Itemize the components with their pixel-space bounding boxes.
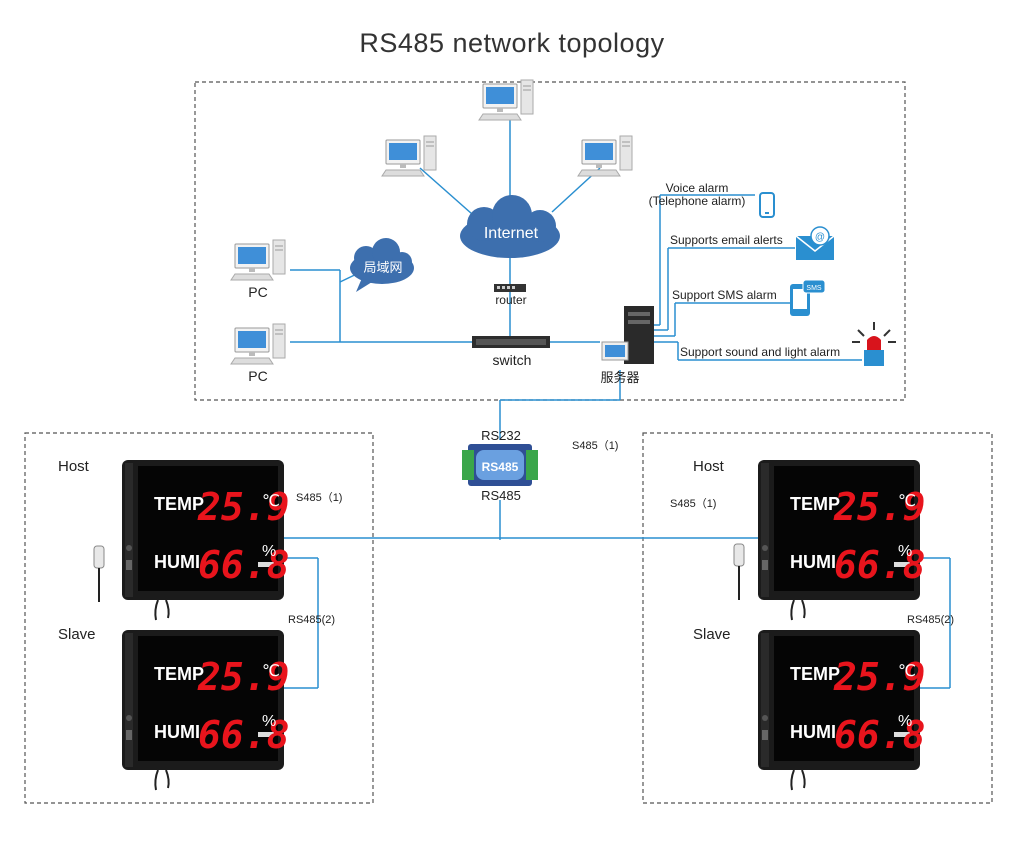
left-host-humi-value: 66.8	[198, 543, 290, 587]
converter-top-label: RS232	[481, 428, 521, 443]
converter-icon	[462, 444, 538, 486]
switch-icon	[472, 336, 550, 348]
sound-light-alarm-label: Support sound and light alarm	[680, 345, 840, 359]
right-host-temp-value: 25.9	[833, 485, 926, 529]
right-host-temp-label: TEMP	[790, 494, 840, 514]
left-device-frame	[24, 432, 374, 804]
right-host-humi-value: 66.8	[834, 543, 926, 587]
sms-alarm-label: Support SMS alarm	[672, 288, 777, 302]
right-host-display: TEMP 25.9 ℃ HUMI 66.8 %	[758, 460, 926, 600]
right-host-temp-unit: ℃	[898, 493, 916, 510]
left-slave-temp-value: 25.9	[197, 655, 290, 699]
page-title: RS485 network topology	[359, 28, 665, 58]
router-icon	[494, 284, 526, 292]
voice-alarm-label: Voice alarm	[666, 181, 729, 195]
s485-left-label: S485（1)	[296, 491, 342, 504]
left-host-humi-unit: %	[262, 543, 276, 560]
network-computer-right	[577, 135, 633, 177]
left-host-humi-label: HUMI	[154, 552, 200, 572]
s485-center-label: S485（1)	[572, 439, 618, 452]
right-slave-humi-value: 66.8	[834, 713, 926, 757]
sms-icon	[790, 279, 826, 316]
left-slave-temp-unit: ℃	[262, 663, 280, 680]
left-slave-display: TEMP 25.9 ℃ HUMI 66.8 %	[122, 630, 290, 770]
left-slave-humi-value: 66.8	[198, 713, 290, 757]
phone-icon	[759, 192, 775, 218]
internet-label: Internet	[484, 225, 539, 242]
left-slave-humi-label: HUMI	[154, 722, 200, 742]
email-icon	[795, 226, 835, 260]
right-sensor-probe-icon	[733, 543, 745, 600]
switch-label: switch	[493, 352, 532, 368]
right-slave-humi-unit: %	[898, 713, 912, 730]
left-host-temp-value: 25.9	[197, 485, 290, 529]
right-slave-temp-value: 25.9	[833, 655, 926, 699]
left-host-display: TEMP 25.9 ℃ HUMI 66.8 %	[122, 460, 290, 600]
sms-glyph: SMS	[806, 285, 822, 292]
right-slave-label: Slave	[693, 626, 731, 643]
pc-lower	[230, 323, 286, 365]
rs485-2-left-label: RS485(2)	[288, 614, 335, 626]
right-slave-humi-label: HUMI	[790, 722, 836, 742]
display-cables	[154, 599, 806, 791]
left-slave-humi-unit: %	[262, 713, 276, 730]
server-label: 服务器	[600, 370, 639, 385]
left-host-temp-label: TEMP	[154, 494, 204, 514]
network-computer-left	[381, 135, 437, 177]
right-host-humi-label: HUMI	[790, 552, 836, 572]
right-device-frame	[642, 432, 993, 804]
internet-cloud-icon	[460, 195, 560, 258]
right-slave-temp-label: TEMP	[790, 664, 840, 684]
left-sensor-probe-icon	[93, 545, 105, 602]
pc-upper-label: PC	[248, 284, 267, 300]
server-icon	[601, 306, 654, 364]
connection-lines	[280, 120, 951, 689]
s485-right-label: S485（1)	[670, 497, 716, 510]
left-slave-temp-label: TEMP	[154, 664, 204, 684]
lan-cloud-icon	[350, 238, 414, 292]
right-host-humi-unit: %	[898, 543, 912, 560]
telephone-alarm-label: (Telephone alarm)	[649, 194, 746, 208]
left-host-temp-unit: ℃	[262, 493, 280, 510]
left-host-label: Host	[58, 458, 90, 475]
right-host-label: Host	[693, 458, 725, 475]
left-slave-label: Slave	[58, 626, 96, 643]
pc-lower-label: PC	[248, 368, 267, 384]
rs485-2-right-label: RS485(2)	[907, 614, 954, 626]
pc-upper	[230, 239, 286, 281]
converter-center-label: RS485	[482, 460, 519, 474]
email-alert-label: Supports email alerts	[670, 233, 783, 247]
alarm-light-icon	[852, 322, 896, 366]
right-slave-display: TEMP 25.9 ℃ HUMI 66.8 %	[758, 630, 926, 770]
right-slave-temp-unit: ℃	[898, 663, 916, 680]
converter-bottom-label: RS485	[481, 488, 521, 503]
email-at-glyph: @	[815, 232, 825, 243]
lan-label: 局域网	[363, 260, 402, 275]
router-label: router	[495, 293, 526, 307]
network-computer-top	[478, 79, 534, 121]
